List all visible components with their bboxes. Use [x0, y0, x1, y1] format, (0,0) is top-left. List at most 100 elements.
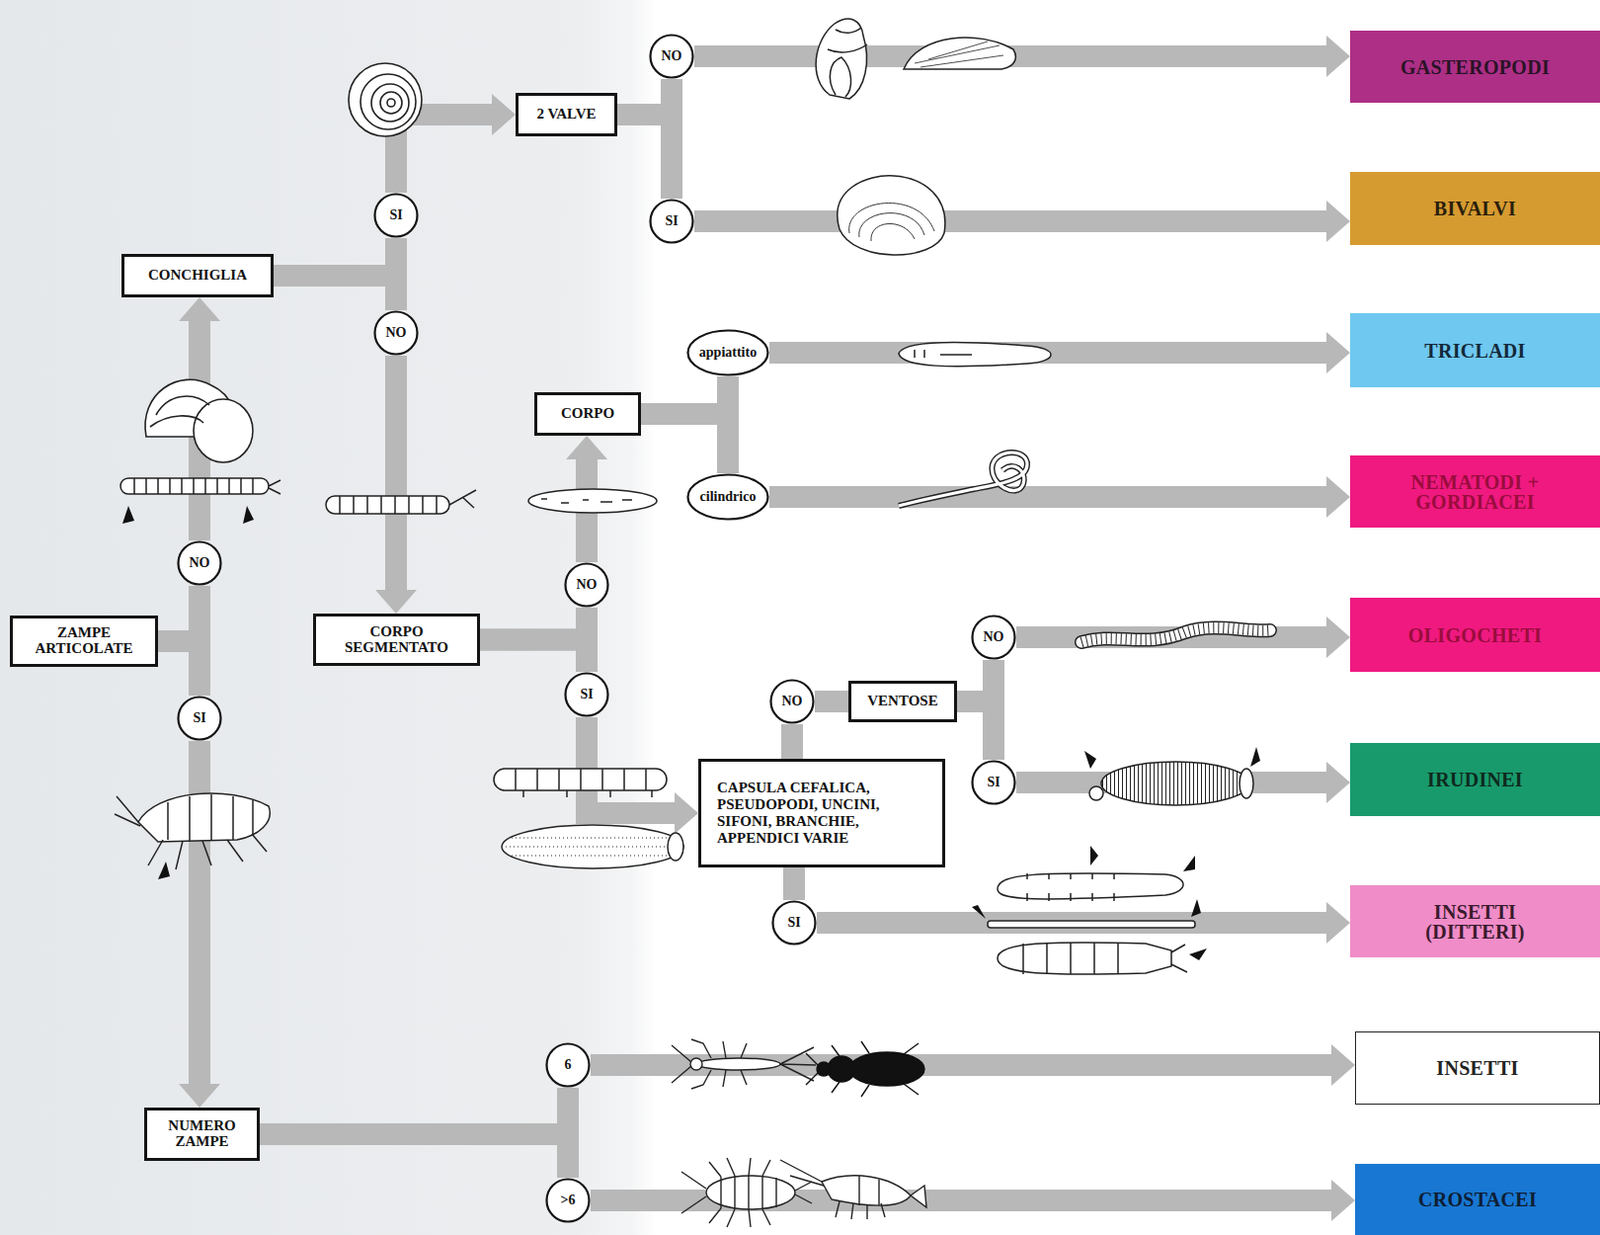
- isopod-legs: [681, 1157, 812, 1227]
- arrow-head: [1326, 331, 1351, 374]
- amphipod-segments: [167, 794, 253, 841]
- spiral-shell: [348, 63, 422, 137]
- flatworm-drawing: [898, 341, 1051, 366]
- larva-appendix: [268, 480, 281, 494]
- node-text: VENTOSE: [867, 693, 938, 710]
- node-text: INSETTI (DITTERI): [1411, 901, 1540, 942]
- connector: [792, 723, 794, 759]
- node-text: SI: [986, 774, 1000, 791]
- answer-circle: SI: [648, 198, 695, 244]
- leech-pattern: [505, 837, 680, 856]
- larva-body: [997, 873, 1184, 899]
- decision-box: ZAMPE ARTICOLATE: [9, 615, 159, 667]
- shell-whorl: [371, 83, 409, 122]
- connector: [617, 114, 672, 199]
- insect-legs: [671, 1039, 816, 1089]
- pointer-mark: [1084, 750, 1097, 769]
- nematode-body: [898, 452, 1028, 506]
- gastropod-shell: [815, 18, 867, 99]
- beetle-drawing: [805, 1040, 925, 1097]
- connector-bar: [590, 1189, 1332, 1211]
- node-text: NO: [782, 693, 803, 710]
- connector: [1016, 616, 1351, 658]
- snail-aperture: [193, 399, 253, 463]
- gastropod-whorl-line: [827, 27, 868, 53]
- larva-drawing: [120, 478, 281, 494]
- arrow-head: [1326, 476, 1351, 518]
- connector-bar: [617, 114, 672, 199]
- connector-bar: [640, 413, 728, 474]
- larva-segments: [134, 478, 253, 494]
- answer-circle: NO: [176, 540, 223, 586]
- connector: [375, 355, 417, 614]
- taxon-band: NEMATODI + GORDIACEI: [1350, 455, 1600, 528]
- answer-ellipse: cilindrico: [686, 473, 770, 521]
- flatworm-body: [528, 488, 657, 513]
- beetle-elytra: [849, 1051, 925, 1086]
- beetle-head: [816, 1061, 831, 1076]
- outline-ellipse: [547, 1179, 590, 1222]
- connector-bar: [814, 690, 849, 713]
- larva-prolegs: [523, 790, 652, 798]
- connector-bar: [259, 1133, 568, 1178]
- pointer-mark: [1090, 845, 1099, 866]
- node-text: TRICLADI: [1424, 340, 1525, 361]
- node-text: IRUDINEI: [1427, 769, 1523, 790]
- node-text: GASTEROPODI: [1400, 57, 1550, 78]
- insect-larva-drawing: [671, 1039, 816, 1089]
- leech-drawing: [1089, 761, 1254, 805]
- larva-segments: [515, 768, 646, 791]
- answer-ellipse: appiattito: [686, 328, 770, 377]
- flatworm-marks: [541, 498, 633, 503]
- arrow-head: [1331, 1179, 1356, 1221]
- node-text: ZAMPE ARTICOLATE: [18, 625, 150, 657]
- outline-ellipse: [688, 475, 769, 520]
- answer-circle: NO: [373, 310, 419, 356]
- arrow-head: [1326, 761, 1351, 803]
- outline-ellipse: [972, 761, 1016, 804]
- pointer-mark: [1191, 898, 1201, 917]
- connector: [814, 701, 849, 703]
- connector-bar: [480, 640, 587, 673]
- connector: [816, 901, 1351, 944]
- leech-rings: [1098, 760, 1253, 806]
- arrow-head: [178, 297, 221, 321]
- outline-ellipse: [771, 680, 814, 723]
- leech-body: [501, 824, 684, 869]
- bivalve-drawing: [837, 175, 946, 255]
- taxon-band: GASTEROPODI: [1350, 30, 1600, 103]
- arrow-head: [1331, 1043, 1356, 1086]
- connector-bar: [385, 355, 407, 590]
- taxon-band: CROSTACEI: [1355, 1163, 1600, 1235]
- nematode-outline: [898, 452, 1028, 506]
- node-text: CROSTACEI: [1418, 1189, 1537, 1209]
- node-text: CONCHIGLIA: [148, 267, 247, 284]
- answer-circle: NO: [563, 561, 610, 608]
- node-text: cilindrico: [700, 488, 757, 505]
- outline-ellipse: [972, 616, 1016, 659]
- connector-bar: [586, 717, 675, 813]
- arrow-head: [1326, 35, 1351, 78]
- connector-bar: [783, 867, 805, 900]
- connector-bar: [769, 485, 1327, 508]
- larva-segments: [1023, 942, 1188, 974]
- pointer-mark: [1250, 746, 1261, 767]
- pointer-mark: [1189, 948, 1207, 960]
- node-text: 6: [564, 1056, 572, 1073]
- decision-box: NUMERO ZAMPE: [144, 1107, 260, 1161]
- connector: [640, 413, 728, 474]
- taxon-band: TRICLADI: [1350, 313, 1600, 388]
- taxon-band: BIVALVI: [1350, 171, 1600, 245]
- gastropod-aperture: [829, 57, 851, 97]
- connector: [273, 275, 397, 311]
- connector: [590, 1179, 1356, 1221]
- node-text: CORPO: [560, 405, 615, 422]
- outline-ellipse: [565, 563, 609, 607]
- flatworm-body: [898, 341, 1051, 366]
- pointer-mark: [242, 505, 254, 524]
- answer-circle: SI: [373, 192, 419, 239]
- node-text: NO: [661, 48, 683, 65]
- snail-drawing: [145, 379, 253, 463]
- connector: [794, 867, 796, 900]
